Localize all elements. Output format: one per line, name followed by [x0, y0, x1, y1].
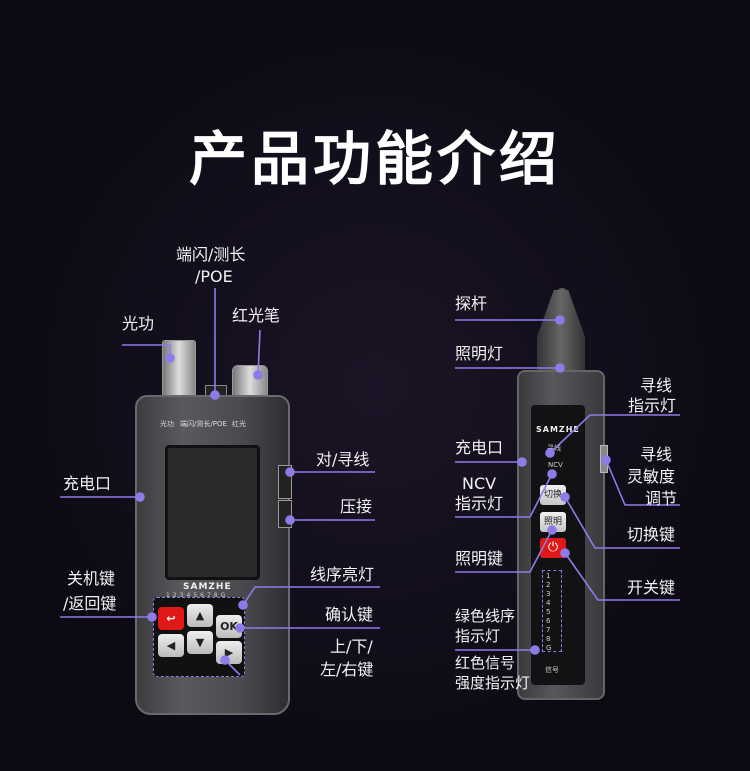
- label-ncv-2: 指示灯: [455, 494, 504, 513]
- label-power-key: 开关键: [627, 578, 676, 597]
- ok-key[interactable]: OK: [216, 615, 242, 638]
- switch-button[interactable]: 切换: [540, 485, 566, 505]
- label-trace-led-1: 寻线: [640, 376, 673, 395]
- page-title: 产品功能介绍: [188, 125, 561, 193]
- led-number-row: 12345678G: [166, 592, 228, 599]
- label-port-flash-poe: /POE: [195, 267, 233, 286]
- label-crimp: 压接: [340, 497, 373, 516]
- label-trace-led-2: 指示灯: [628, 396, 677, 415]
- trace-led-text: 寻线: [547, 444, 561, 452]
- label-power-off: 关机键: [67, 569, 116, 588]
- led-num: 6: [200, 592, 207, 599]
- led-num: 3: [179, 592, 187, 599]
- label-sequence-led: 线序亮灯: [310, 565, 375, 584]
- led-num: 5: [193, 592, 201, 599]
- left-leaders: [60, 288, 380, 676]
- label-port-flash: 端闪/测长: [176, 245, 246, 264]
- label-wire-trace: 对/寻线: [316, 450, 370, 469]
- label-light-key: 照明键: [455, 549, 504, 568]
- label-red-light: 红光笔: [232, 306, 281, 325]
- lcd-screen: [165, 445, 260, 580]
- label-red-led-2: 强度指示灯: [455, 674, 531, 692]
- label-probe: 探杆: [455, 294, 488, 313]
- ncv-text: NCV: [548, 461, 563, 469]
- led-num: 4: [186, 592, 194, 599]
- left-key[interactable]: ◀: [158, 634, 184, 657]
- signal-text: 信号: [545, 666, 559, 674]
- device-label-port: 端闪/测长/POE: [180, 420, 227, 428]
- label-switch-key: 切换键: [627, 525, 676, 544]
- led-num: G: [546, 644, 552, 652]
- device-label-optical: 光功: [160, 420, 174, 428]
- label-light: 照明灯: [455, 344, 504, 363]
- down-key[interactable]: ▼: [187, 631, 213, 654]
- label-red-led-1: 红色信号: [455, 654, 516, 672]
- led-num: 7: [206, 592, 214, 599]
- led-num: 8: [213, 592, 221, 599]
- led-num: 5: [546, 608, 551, 616]
- led-num: G: [220, 592, 229, 599]
- led-num: 3: [546, 590, 551, 598]
- power-button[interactable]: ⏻: [540, 538, 566, 558]
- led-num: 2: [546, 581, 551, 589]
- label-charge-port-left: 充电口: [63, 474, 112, 493]
- device-label-red: 红光: [232, 420, 246, 428]
- power-back-key[interactable]: ↩: [158, 607, 184, 630]
- up-key[interactable]: ▲: [187, 604, 213, 627]
- right-leaders: [455, 315, 680, 655]
- led-num: 6: [546, 617, 551, 625]
- label-charge-port-right: 充电口: [455, 438, 504, 457]
- label-back: /返回键: [63, 594, 117, 613]
- label-confirm: 确认键: [325, 605, 374, 624]
- led-num: 1: [546, 572, 551, 580]
- label-green-led-2: 指示灯: [455, 627, 501, 645]
- led-num: 2: [172, 592, 180, 599]
- tracer-brand: SAMZHE: [536, 425, 580, 434]
- led-num: 7: [546, 626, 551, 634]
- led-num: 1: [166, 592, 173, 599]
- label-ncv-1: NCV: [462, 474, 497, 493]
- label-green-led-1: 绿色线序: [455, 607, 516, 625]
- label-arrows-2: 左/右键: [320, 660, 374, 679]
- light-button[interactable]: 照明: [540, 512, 566, 532]
- optical-power-connector: [162, 340, 196, 398]
- label-arrows-1: 上/下/: [330, 637, 373, 656]
- led-num: 8: [546, 635, 551, 643]
- red-light-connector: [232, 365, 268, 400]
- label-sensitivity-1: 寻线: [640, 445, 673, 464]
- label-sensitivity-3: 调节: [645, 489, 678, 508]
- label-sensitivity-2: 灵敏度: [627, 467, 676, 486]
- led-num: 4: [546, 599, 551, 607]
- label-optical-power: 光功: [122, 314, 155, 333]
- brand-logo: SAMZHE: [183, 582, 232, 592]
